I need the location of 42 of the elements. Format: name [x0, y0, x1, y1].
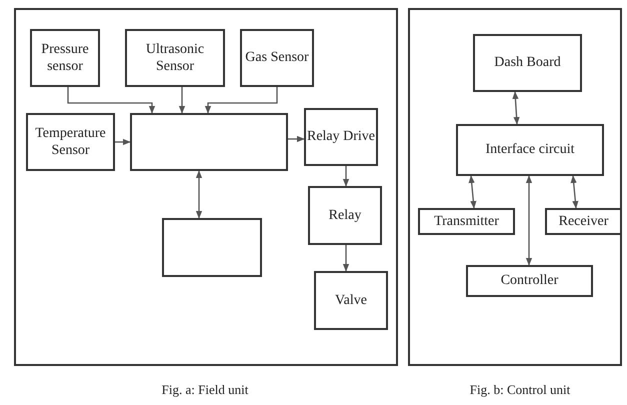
- arrow: [178, 87, 186, 114]
- block-box: [473, 34, 582, 92]
- block-label: Transmitter: [434, 212, 499, 230]
- block-box: [125, 29, 225, 87]
- block-box: [456, 124, 604, 176]
- block-box: [466, 265, 593, 297]
- block-label: Dash Board: [494, 54, 561, 72]
- block-box: [26, 113, 115, 171]
- arrow: [468, 175, 476, 209]
- block-box: [30, 29, 100, 87]
- figure-caption: Fig. b: Control unit: [468, 382, 572, 398]
- figure-caption: Fig. a: Field unit: [160, 382, 250, 398]
- arrow: [526, 175, 532, 266]
- block-box: [308, 186, 382, 245]
- block-label: Controller: [500, 272, 558, 290]
- arrow: [570, 175, 578, 209]
- block-box: [418, 208, 515, 235]
- block-label: Gas Sensor: [245, 49, 309, 67]
- panel-frame: [408, 8, 622, 366]
- block-label: Temperature Sensor: [34, 124, 107, 160]
- block-label: Relay Drive: [306, 128, 376, 146]
- arrow: [196, 170, 202, 219]
- block-box: [304, 108, 378, 166]
- panel-frame: [14, 8, 398, 366]
- block-label: Pressure sensor: [40, 40, 90, 76]
- block-label: Receiver: [558, 212, 608, 230]
- arrow: [342, 245, 350, 272]
- arrow: [67, 87, 156, 114]
- arrow: [115, 138, 131, 146]
- block-box: [314, 271, 388, 330]
- block-label: Ultrasonic Sensor: [144, 40, 206, 76]
- block-label: Relay: [328, 206, 362, 224]
- block-box: [162, 218, 262, 277]
- arrow: [512, 91, 520, 125]
- block-box: [545, 208, 622, 235]
- block-label: Valve: [335, 292, 367, 310]
- block-box: [240, 29, 314, 87]
- arrow: [342, 166, 350, 187]
- block-label: Interface circuit: [486, 141, 574, 159]
- arrow: [204, 87, 278, 114]
- arrow: [288, 136, 305, 142]
- block-box: [130, 113, 288, 171]
